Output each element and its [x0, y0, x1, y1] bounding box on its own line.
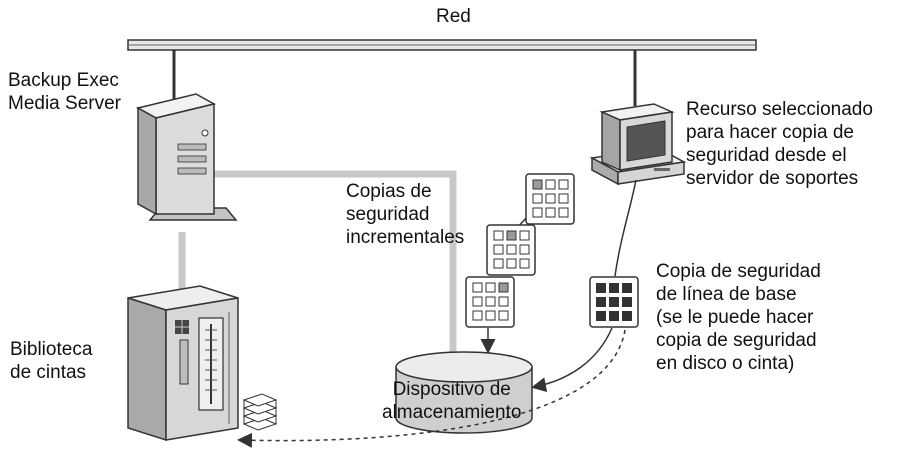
tape-library-icon	[127, 285, 239, 442]
backup-grid-icon	[525, 173, 575, 225]
network-bus-icon	[127, 39, 757, 51]
tape-library-label: Biblioteca de cintas	[10, 339, 93, 383]
storage-label: Dispositivo de almacenamiento	[382, 379, 522, 423]
backup-grid-icon	[486, 224, 536, 276]
storage-cylinder-icon	[395, 351, 533, 434]
desktop-computer-icon	[589, 103, 687, 186]
tape-stack-icon	[242, 393, 278, 431]
media-server-label: Backup Exec Media Server	[8, 70, 121, 114]
incremental-label: Copias de seguridad incrementales	[346, 181, 465, 248]
storage-connector	[214, 170, 457, 352]
backup-grid-icon	[465, 276, 515, 328]
backup-grid-icon	[589, 276, 639, 328]
baseline-label: Copia de seguridad de línea de base (se …	[656, 261, 821, 374]
server-tower-icon	[135, 93, 238, 221]
network-label: Red	[436, 6, 471, 27]
resource-label: Recurso seleccionado para hacer copia de…	[686, 99, 873, 189]
baseline-arrow	[614, 179, 637, 277]
baseline-to-storage-arrow	[531, 327, 613, 393]
